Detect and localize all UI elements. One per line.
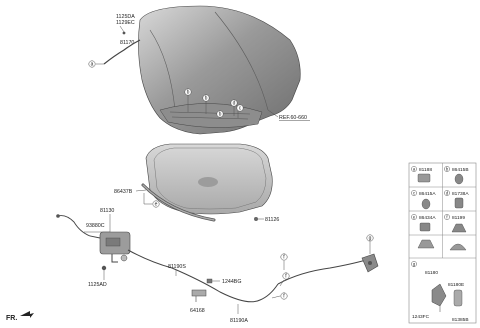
part-label-81190s: 81190S [168, 264, 186, 270]
legend-item-a: a 81188 [411, 166, 432, 183]
legend-item-g: g 81180 [411, 261, 463, 312]
latch-wire-harness [57, 215, 101, 239]
svg-text:c: c [413, 191, 415, 196]
callout-f: f [280, 253, 288, 270]
ref-label: REF.60-660 [279, 115, 307, 121]
front-direction-label: FR. [6, 315, 17, 322]
leader-line [135, 189, 147, 192]
connector-icon [56, 214, 60, 218]
part-label-81385b: 81385B [452, 317, 469, 323]
svg-text:f: f [285, 274, 287, 280]
legend-item-f: f 81199 [444, 214, 467, 233]
svg-text:b: b [219, 112, 222, 118]
svg-text:d: d [446, 191, 449, 196]
svg-text:a: a [91, 62, 94, 68]
part-label-81126: 81126 [265, 217, 279, 223]
svg-text:d: d [233, 101, 236, 107]
svg-text:f: f [283, 294, 285, 300]
bracket-icon [191, 289, 207, 302]
svg-text:b: b [446, 167, 449, 172]
svg-text:b: b [205, 96, 208, 102]
pad-center-dimple [198, 177, 218, 187]
clip-icon [206, 278, 213, 284]
legend-item-c: c 86415A [411, 190, 436, 210]
part-label-93880c: 93880C [86, 223, 105, 229]
callout-b: b [184, 88, 192, 112]
callout-g: g [366, 234, 374, 254]
callout-f: f [271, 292, 288, 300]
part-label-81180e: 81180E [448, 282, 464, 288]
callout-b: b [216, 110, 224, 118]
callout-b: b [202, 94, 210, 114]
svg-text:81738A: 81738A [452, 191, 469, 197]
legend-item-e: e 86434A [411, 214, 436, 232]
part-label-1125ad: 1125AD [88, 282, 107, 288]
part-label-81190a: 81190A [230, 318, 248, 324]
svg-text:g: g [369, 236, 372, 242]
hood-latch [99, 231, 131, 263]
bolt-icon [122, 31, 126, 35]
leader-line [267, 109, 279, 118]
svg-text:f: f [446, 215, 448, 220]
callout-f: f [279, 272, 290, 287]
part-label-81130: 81130 [100, 208, 114, 214]
part-label-86437b: 86437B [114, 189, 133, 195]
callout-e: e [152, 200, 160, 208]
front-arrow-icon [20, 311, 34, 318]
callout-c: c [236, 104, 244, 118]
svg-text:e: e [413, 215, 416, 220]
hood-release-handle [361, 253, 379, 273]
grommet-icon [254, 217, 258, 221]
part-label-1129ec: 1129EC [116, 20, 135, 26]
callout-d: d [230, 99, 238, 116]
svg-text:a: a [413, 167, 416, 172]
svg-text:e: e [155, 202, 158, 208]
part-label-1125da: 1125DA [116, 14, 135, 20]
hood-stay-rod [103, 39, 141, 65]
part-label-64168: 64168 [190, 308, 205, 314]
svg-text:c: c [239, 106, 242, 112]
svg-text:g: g [413, 262, 416, 267]
svg-text:81199: 81199 [452, 215, 465, 221]
leader-line [119, 25, 125, 33]
bolt-icon [101, 265, 107, 271]
svg-text:b: b [187, 90, 190, 96]
callout-a: a [88, 60, 96, 68]
svg-text:86415B: 86415B [452, 167, 469, 173]
part-label-81170: 81170 [120, 40, 134, 46]
legend-item-d: d 81738A [444, 190, 469, 209]
svg-text:81188: 81188 [419, 167, 432, 173]
svg-text:81180: 81180 [425, 270, 438, 276]
release-cable [127, 249, 279, 303]
svg-text:f: f [283, 255, 285, 261]
part-label-1243fc: 1243FC [412, 314, 430, 320]
part-label-1244bg: 1244BG [222, 279, 241, 285]
svg-text:86434A: 86434A [419, 215, 436, 221]
legend-row-4-graphics [417, 239, 467, 251]
release-cable-front [277, 259, 367, 285]
legend-item-b: b 86415B [444, 166, 469, 185]
hood-panel [138, 5, 301, 135]
svg-text:86415A: 86415A [419, 191, 436, 197]
